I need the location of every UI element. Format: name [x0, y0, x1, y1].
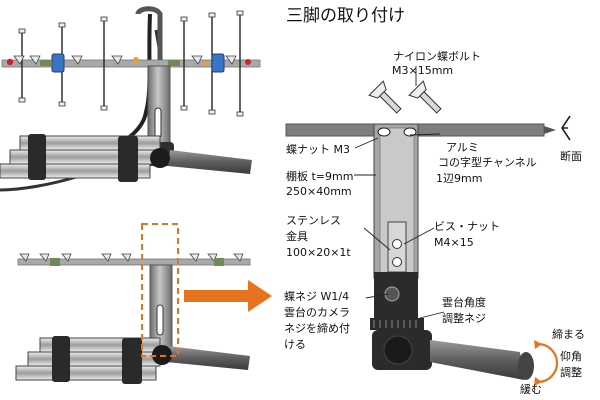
shelf-size-label: 250×40mm	[286, 185, 352, 198]
wing-screw-desc-1: 雲台のカメラ	[284, 306, 350, 319]
nylon-bolt-size: M3×15mm	[392, 64, 454, 77]
angle-adjust-label: 雲台角度	[442, 296, 486, 309]
screw-nut-label: ビス・ナット	[434, 220, 500, 233]
wing-screw-desc-3: ける	[284, 338, 306, 351]
wing-screw-label: 蝶ネジ W1/4	[284, 290, 350, 303]
rotation-arrow-icon	[537, 342, 559, 384]
mount-schematic	[285, 66, 571, 386]
nylon-bolt-icons	[368, 80, 442, 114]
elevation-adjust-label: 調整	[560, 366, 582, 379]
stainless-label: ステンレス	[286, 214, 341, 227]
wing-screw-desc-2: ネジを締め付	[284, 322, 350, 335]
screw-nut-size-label: M4×15	[434, 236, 474, 249]
cross-section-label: 断面	[560, 150, 582, 163]
tighten-label: 締まる	[552, 328, 585, 341]
angle-adjust-screw-label: 調整ネジ	[442, 312, 486, 325]
zoom-dashed-box	[141, 223, 179, 357]
aluminum-channel-label: コの字型チャンネル	[438, 156, 537, 169]
channel-cross-section-icon	[561, 115, 571, 141]
stainless-fitting-label: 金具	[286, 230, 308, 243]
wing-nut-label: 蝶ナット M3	[286, 143, 350, 156]
shelf-label: 棚板 t=9mm	[286, 170, 354, 183]
nylon-bolt-label: ナイロン蝶ボルト	[393, 50, 481, 63]
aluminum-size-label: 1辺9mm	[436, 172, 483, 185]
top-left-antenna-tripod	[0, 6, 261, 192]
stainless-size-label: 100×20×1t	[286, 246, 351, 259]
loosen-label: 緩む	[520, 383, 542, 396]
elevation-label: 仰角	[560, 350, 582, 363]
bottom-left-antenna-tripod	[15, 223, 251, 384]
page-title: 三脚の取り付け	[286, 6, 405, 26]
aluminum-label: アルミ	[446, 141, 479, 154]
big-orange-arrow-icon	[184, 280, 272, 312]
